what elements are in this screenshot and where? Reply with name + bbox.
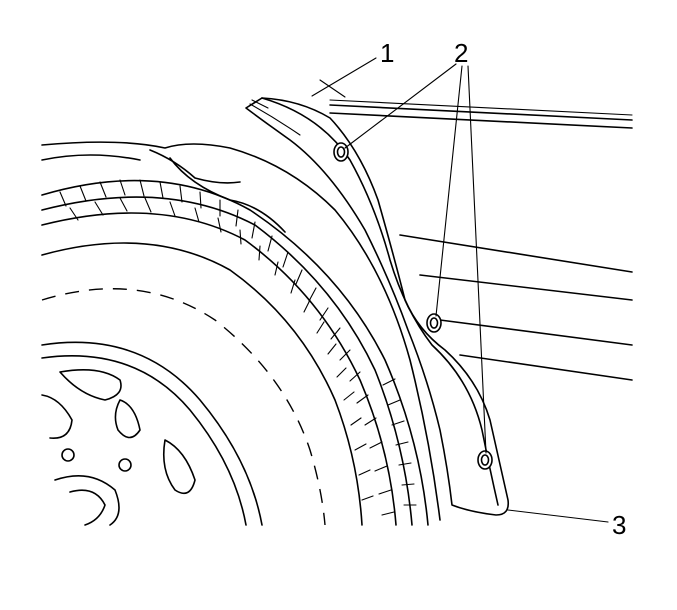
leader-2b xyxy=(435,65,463,317)
body-panel-lines xyxy=(319,79,633,381)
fasteners xyxy=(333,142,493,470)
leader-lines xyxy=(311,57,609,523)
tire-tread xyxy=(59,179,417,516)
leader-1 xyxy=(311,57,377,97)
leader-2a xyxy=(344,63,457,149)
fastener-upper xyxy=(333,142,349,162)
fastener-middle xyxy=(426,313,442,333)
wheel-opening-molding xyxy=(245,97,510,516)
wheelhouse-liner xyxy=(41,141,441,521)
leader-2c xyxy=(467,65,487,454)
wheel-rim xyxy=(41,341,263,526)
fastener-lower xyxy=(477,450,493,470)
callout-2: 2 xyxy=(454,38,468,68)
leader-3 xyxy=(507,509,609,523)
callout-3: 3 xyxy=(612,510,626,540)
tire xyxy=(41,179,429,526)
callout-1: 1 xyxy=(380,38,394,68)
